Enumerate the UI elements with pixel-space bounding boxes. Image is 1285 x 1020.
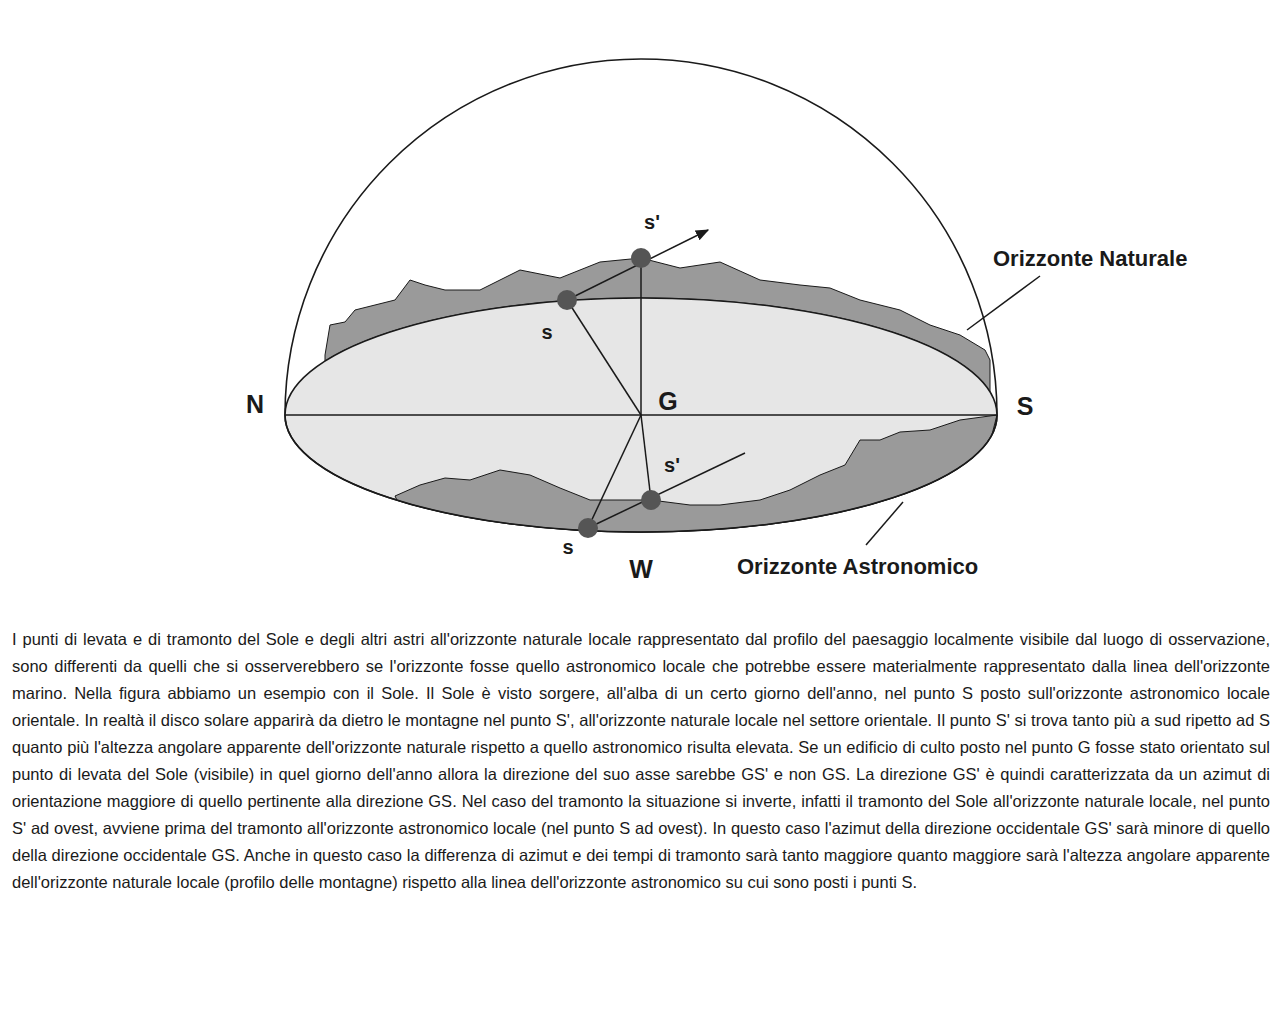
ray-line: [588, 415, 641, 528]
ray-line: [640, 258, 642, 415]
sun-path-arrow: [588, 453, 745, 528]
sun-path-arrow: [567, 230, 708, 300]
sun-point: [641, 490, 661, 510]
sun-point: [557, 290, 577, 310]
front-mountains: [395, 415, 997, 532]
ray-line: [641, 415, 651, 500]
astronomical-horizon-edge: [285, 415, 997, 532]
point-label: s': [664, 455, 680, 475]
ray-line: [567, 300, 641, 415]
sun-point: [631, 248, 651, 268]
point-label: s: [541, 322, 552, 342]
point-label: s': [644, 212, 660, 232]
horizon-label: Orizzonte Astronomico: [737, 556, 978, 578]
cardinal-label: N: [246, 392, 264, 417]
sun-point: [578, 518, 598, 538]
scene: [285, 59, 1040, 545]
leader-line: [866, 502, 903, 545]
leader-line: [967, 276, 1040, 330]
horizon-label: Orizzonte Naturale: [993, 248, 1187, 270]
center-label: G: [658, 389, 677, 414]
caption-text: I punti di levata e di tramonto del Sole…: [12, 626, 1270, 896]
cardinal-label: W: [629, 557, 653, 582]
point-label: s: [562, 537, 573, 557]
cardinal-label: S: [1017, 394, 1034, 419]
